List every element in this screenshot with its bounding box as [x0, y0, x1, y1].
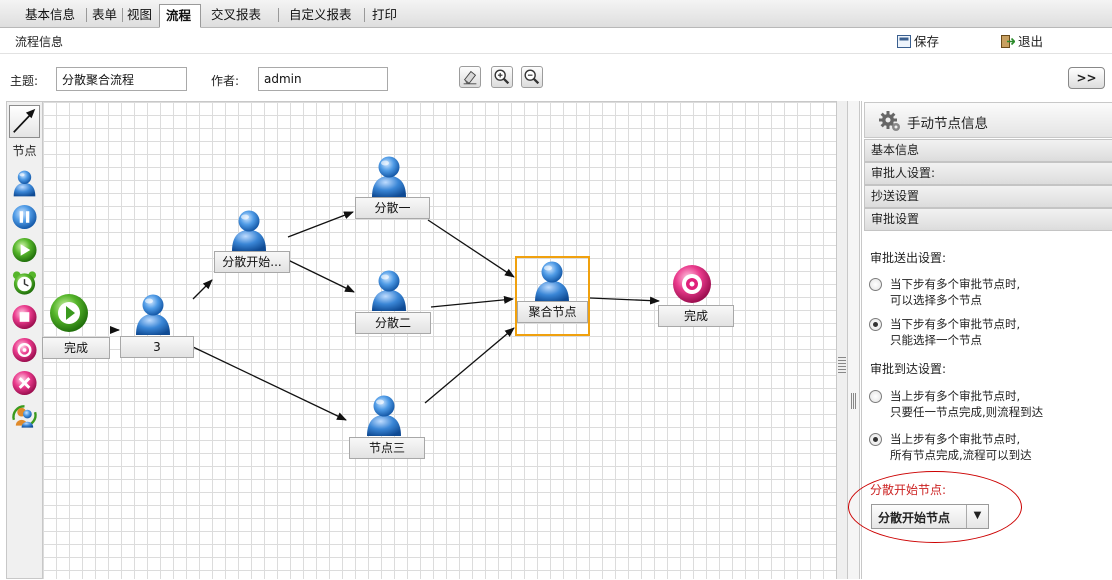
- exit-icon: [1001, 35, 1015, 48]
- subflow-node-tool-icon[interactable]: [11, 402, 38, 430]
- radio-button[interactable]: [869, 278, 882, 291]
- end-node-tool-icon[interactable]: [11, 336, 38, 364]
- node-info-panel: 手动节点信息 基本信息 审批人设置: 抄送设置 审批设置 审批送出设置: 当下步…: [861, 101, 1112, 579]
- section-basic-info[interactable]: 基本信息: [864, 139, 1112, 162]
- section-approver-settings[interactable]: 审批人设置:: [864, 162, 1112, 185]
- person-icon: [369, 268, 409, 312]
- join-node-label: 聚合节点: [517, 301, 588, 323]
- start-play-icon: [50, 294, 88, 332]
- send-settings-heading: 审批送出设置:: [870, 251, 947, 265]
- tab-bar: 基本信息 表单 视图 流程 交叉报表 自定义报表 打印: [0, 0, 1112, 28]
- connector-join-to-end[interactable]: [589, 296, 660, 305]
- option-line-2: 所有节点完成,流程可以到达: [890, 448, 1032, 462]
- connector-split1-to-join[interactable]: [427, 219, 515, 278]
- person-icon: [229, 208, 269, 252]
- tab-separator: [122, 8, 123, 22]
- scrollbar-grip[interactable]: [838, 357, 846, 373]
- tab-form[interactable]: 表单: [92, 7, 118, 22]
- split-two-node-label: 分散二: [355, 312, 431, 334]
- tab-separator: [86, 8, 87, 22]
- start-node-label: 完成: [42, 337, 110, 359]
- save-button-label: 保存: [914, 34, 940, 49]
- section-cc-settings[interactable]: 抄送设置: [864, 185, 1112, 208]
- connector-split-start-to-split2[interactable]: [287, 259, 355, 293]
- section-title: 流程信息: [15, 35, 64, 49]
- eraser-button[interactable]: [459, 66, 481, 88]
- tab-basic-info[interactable]: 基本信息: [25, 7, 76, 22]
- tab-separator: [278, 8, 279, 22]
- manual-node-tool-icon[interactable]: [11, 169, 38, 197]
- node-toolbox: 节点: [6, 101, 43, 579]
- exit-button[interactable]: 退出: [1001, 34, 1043, 50]
- node-3-label: 3: [120, 336, 194, 358]
- node-three-label: 节点三: [349, 437, 425, 459]
- person-icon: [532, 259, 572, 303]
- tab-view[interactable]: 视图: [127, 7, 153, 22]
- save-button[interactable]: 保存: [897, 34, 939, 50]
- pause-node-tool-icon[interactable]: [11, 203, 38, 231]
- splitter-grip[interactable]: [851, 393, 856, 409]
- option-line-1: 当上步有多个审批节点时,: [890, 389, 1021, 403]
- author-label: 作者:: [211, 74, 240, 88]
- split-start-node-label: 分散开始...: [214, 251, 290, 273]
- person-icon: [369, 154, 409, 198]
- panel-title: 手动节点信息: [907, 116, 988, 132]
- exit-button-label: 退出: [1018, 34, 1044, 49]
- form-row: 主题: 作者: >>: [0, 54, 1112, 100]
- zoom-out-button[interactable]: [521, 66, 543, 88]
- timer-node-tool-icon[interactable]: [11, 269, 38, 297]
- tab-cross-report[interactable]: 交叉报表: [211, 7, 262, 22]
- selected-node-highlight: [515, 256, 590, 336]
- connector-3-to-split-start[interactable]: [192, 279, 213, 300]
- flow-connectors: [110, 211, 660, 421]
- stop-node-tool-icon[interactable]: [11, 303, 38, 331]
- option-line-2: 只要任一节点完成,则流程到达: [890, 405, 1044, 419]
- connector-3-to-node3[interactable]: [192, 346, 347, 421]
- option-line-1: 当上步有多个审批节点时,: [890, 432, 1021, 446]
- annotation-ellipse: [848, 471, 1022, 543]
- subject-input[interactable]: [56, 67, 187, 91]
- sub-toolbar: 流程信息 保存 退出: [0, 28, 1112, 54]
- eraser-icon: [463, 70, 477, 85]
- split-one-node-label: 分散一: [355, 197, 430, 219]
- zoom-in-button[interactable]: [491, 66, 513, 88]
- panel-splitter[interactable]: [848, 101, 860, 579]
- expand-panel-button[interactable]: >>: [1068, 67, 1105, 89]
- subject-label: 主题:: [10, 74, 39, 88]
- canvas-vertical-scrollbar[interactable]: [836, 101, 848, 579]
- cancel-node-tool-icon[interactable]: [11, 369, 38, 397]
- end-node-label: 完成: [658, 305, 734, 327]
- connector-node3-to-join[interactable]: [424, 327, 515, 404]
- zoom-in-icon: [494, 69, 510, 85]
- connector-split-start-to-split1[interactable]: [287, 211, 354, 238]
- option-line-2: 只能选择一个节点: [890, 333, 982, 347]
- save-icon: [897, 35, 911, 48]
- tab-workflow[interactable]: 流程: [159, 4, 201, 28]
- start-node-tool-icon[interactable]: [11, 236, 38, 264]
- option-line-1: 当下步有多个审批节点时,: [890, 277, 1021, 291]
- author-input[interactable]: [258, 67, 388, 91]
- radio-button[interactable]: [869, 390, 882, 403]
- tab-print[interactable]: 打印: [372, 7, 398, 22]
- zoom-out-icon: [524, 69, 540, 85]
- gear-icon: [879, 111, 900, 131]
- option-line-2: 可以选择多个节点: [890, 293, 982, 307]
- person-icon: [133, 292, 173, 336]
- option-line-1: 当下步有多个审批节点时,: [890, 317, 1021, 331]
- connector-split2-to-join[interactable]: [430, 295, 514, 308]
- arrive-settings-heading: 审批到达设置:: [870, 362, 947, 376]
- section-approval-settings[interactable]: 审批设置: [864, 208, 1112, 231]
- panel-header: 手动节点信息: [864, 102, 1112, 138]
- person-icon: [364, 393, 404, 437]
- workflow-canvas[interactable]: 完成 3 分散开始... 分散一 分散二 节点三 聚合节点 完: [42, 101, 836, 579]
- tab-custom-report[interactable]: 自定义报表: [289, 7, 352, 22]
- arrow-pointer-icon: [13, 108, 36, 133]
- nodes-label: 节点: [12, 144, 37, 158]
- pointer-tool[interactable]: [9, 105, 40, 138]
- radio-button-checked[interactable]: [869, 433, 882, 446]
- tab-separator: [364, 8, 365, 22]
- end-target-icon: [673, 265, 711, 303]
- radio-button-checked[interactable]: [869, 318, 882, 331]
